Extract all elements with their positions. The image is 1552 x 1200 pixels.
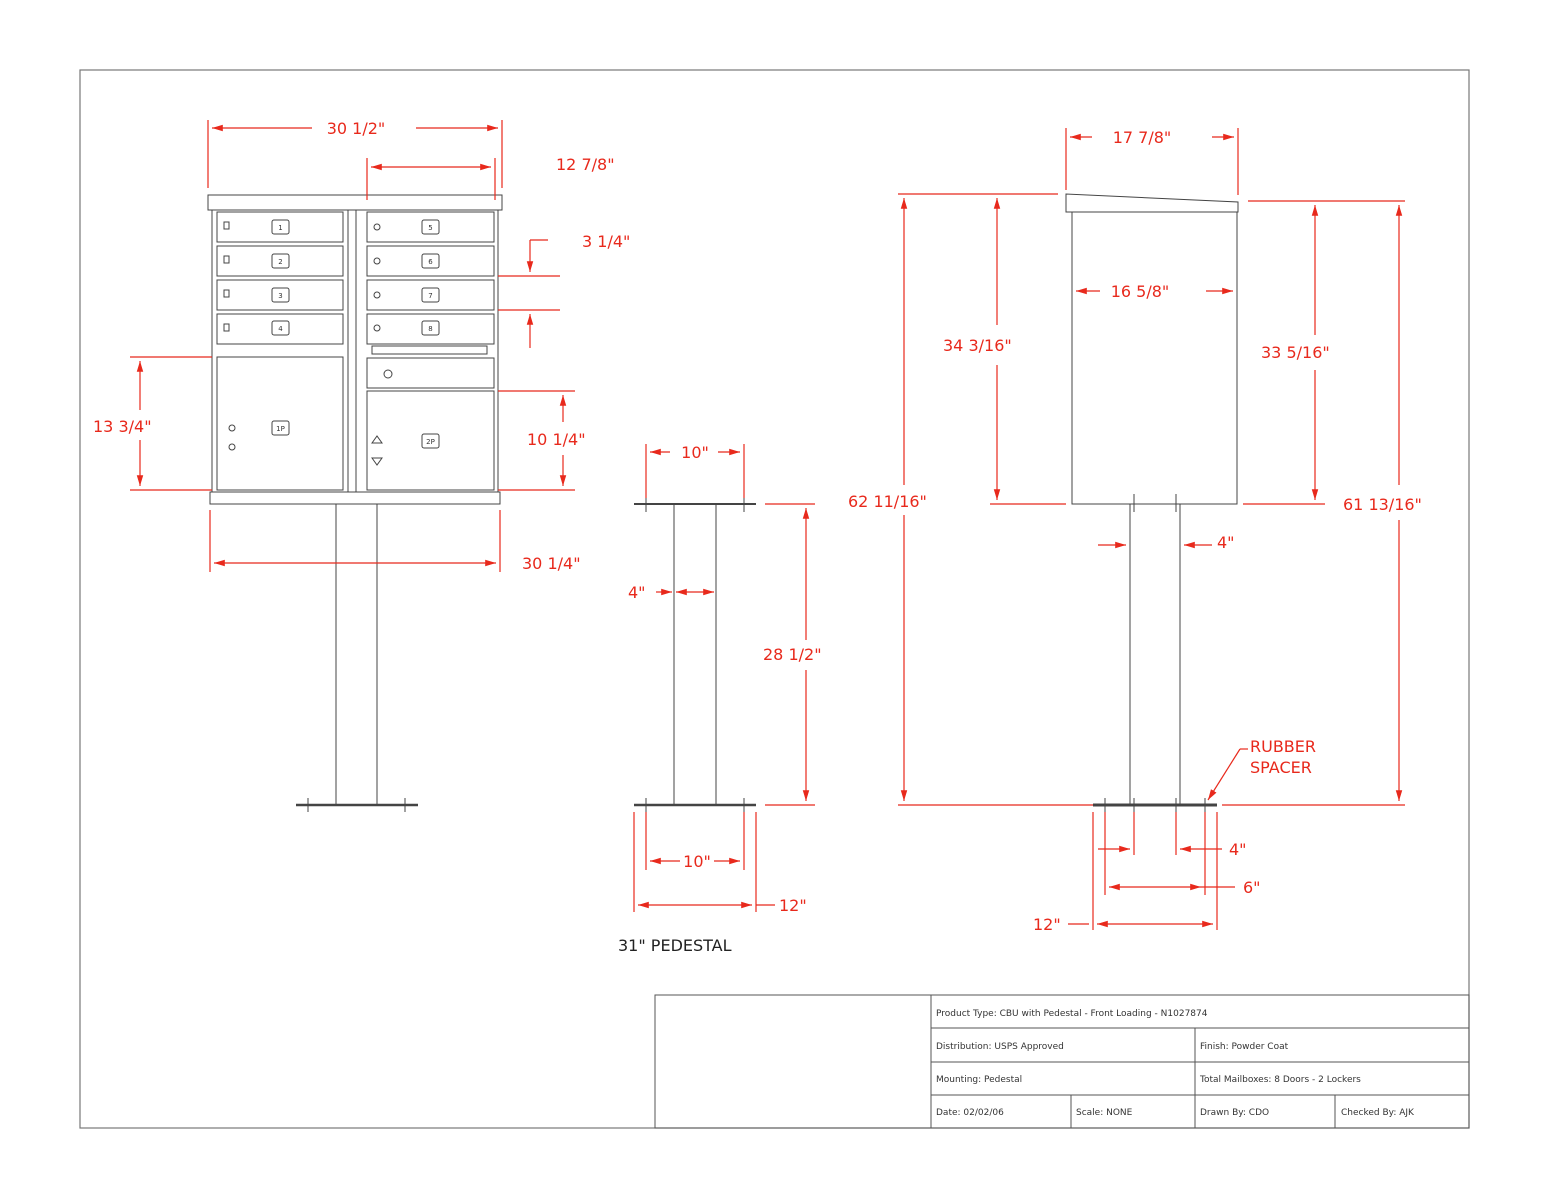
- pedestal-view: [634, 497, 756, 812]
- door-label-5: 5: [428, 224, 432, 232]
- door-label-2: 2: [278, 258, 282, 266]
- dim-side-base-mid: 6": [1243, 878, 1261, 897]
- locker-2p: [366, 390, 495, 491]
- dim-front-width-top: 30 1/2": [327, 119, 386, 138]
- front-base: [209, 491, 501, 505]
- dim-side-inner-depth: 16 5/8": [1111, 282, 1170, 301]
- door-3: [216, 279, 344, 311]
- outgoing-door: [366, 357, 495, 389]
- title-date: Date: 02/02/06: [936, 1108, 1004, 1118]
- dim-side-depth-top: 17 7/8": [1113, 128, 1172, 147]
- front-roof: [207, 194, 503, 211]
- door-label-1: 1: [278, 224, 282, 232]
- dim-base-width: 30 1/4": [522, 554, 581, 573]
- door-label-7: 7: [428, 292, 432, 300]
- dim-pedestal-post-width: 4": [628, 583, 646, 602]
- dim-door-height: 3 1/4": [582, 232, 630, 251]
- rubber-spacer-label-line2: SPACER: [1250, 758, 1312, 777]
- dim-overall-height-right: 61 13/16": [1343, 495, 1422, 514]
- title-product: Product Type: CBU with Pedestal - Front …: [936, 1009, 1208, 1019]
- door-8: [366, 313, 495, 345]
- door-7: [366, 279, 495, 311]
- side-body: [1071, 211, 1238, 505]
- dim-pedestal-top-width: 10": [681, 443, 709, 462]
- dim-side-post-width: 4": [1217, 533, 1235, 552]
- door-label-6: 6: [428, 258, 433, 266]
- title-mounting: Mounting: Pedestal: [936, 1075, 1022, 1085]
- side-view: [1065, 193, 1239, 812]
- title-total: Total Mailboxes: 8 Doors - 2 Lockers: [1199, 1075, 1361, 1085]
- door-5: [366, 211, 495, 243]
- door-6: [366, 245, 495, 277]
- door-label-8: 8: [428, 325, 432, 333]
- dim-front-right-width: 12 7/8": [556, 155, 615, 174]
- locker-label-1p: 1P: [276, 425, 285, 433]
- dim-right-locker-height: 10 1/4": [527, 430, 586, 449]
- front-view: [207, 194, 503, 812]
- dim-side-base-outer: 12": [1033, 915, 1061, 934]
- locker-1p: [216, 356, 344, 491]
- pedestal-dimension-lines: [633, 444, 815, 912]
- rubber-spacer-label-line1: RUBBER: [1250, 737, 1316, 756]
- title-block: [654, 994, 1470, 1129]
- dim-side-box-height-right: 33 5/16": [1261, 343, 1330, 362]
- drawing-frame: [79, 69, 1470, 1129]
- dim-side-box-height-left: 34 3/16": [943, 336, 1012, 355]
- door-2: [216, 245, 344, 277]
- dim-pedestal-base-outer: 12": [779, 896, 807, 915]
- dim-side-base-post: 4": [1229, 840, 1247, 859]
- door-label-3: 3: [278, 292, 282, 300]
- dim-left-locker-height: 13 3/4": [93, 417, 152, 436]
- door-4: [216, 313, 344, 345]
- title-finish: Finish: Powder Coat: [1200, 1042, 1289, 1052]
- side-dimension-lines: [898, 128, 1405, 930]
- title-scale: Scale: NONE: [1076, 1108, 1133, 1118]
- title-drawn-by: Drawn By: CDO: [1200, 1108, 1269, 1118]
- dim-pedestal-base-inner: 10": [683, 852, 711, 871]
- door-1: [216, 211, 344, 243]
- front-dimension-lines: [130, 120, 575, 572]
- front-body: [211, 209, 499, 493]
- locker-label-2p: 2P: [426, 438, 435, 446]
- title-checked-by: Checked By: AJK: [1341, 1108, 1415, 1118]
- door-label-4: 4: [278, 325, 283, 333]
- pedestal-caption: 31" PEDESTAL: [618, 936, 732, 955]
- outgoing-slot: [371, 345, 488, 355]
- title-distribution: Distribution: USPS Approved: [936, 1042, 1064, 1052]
- dim-pedestal-height: 28 1/2": [763, 645, 822, 664]
- dim-overall-height-left: 62 11/16": [848, 492, 927, 511]
